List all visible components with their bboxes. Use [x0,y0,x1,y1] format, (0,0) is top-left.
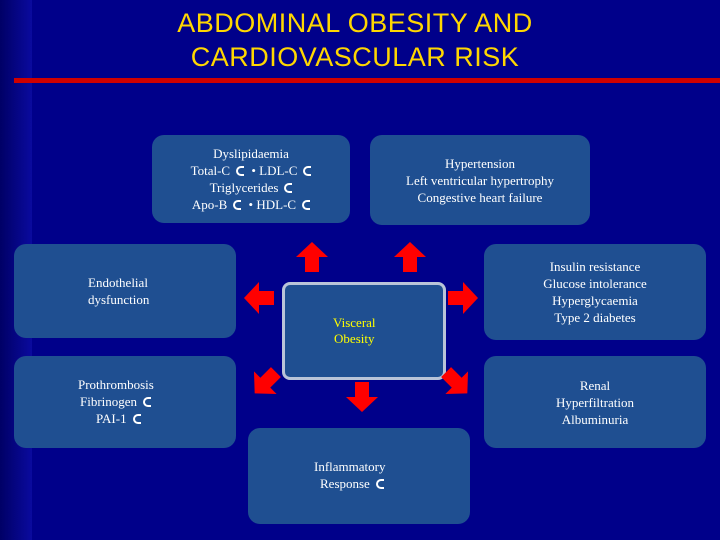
apo-b-label: Apo-B [192,197,241,212]
dyslipidaemia-line-2: Total-C • LDL-C [152,162,350,179]
renal-line-3: Albuminuria [561,411,629,427]
hypertension-heading: Hypertension [444,155,516,171]
insulin-line-1: Insulin resistance [549,259,641,274]
dyslipidaemia-line-4: Apo-B • HDL-C [152,196,350,213]
endothelial-line-2: dysfunction [88,292,150,307]
hypertension-box: Hypertension Left ventricular hypertroph… [370,135,590,225]
arrow-down-right [441,367,469,395]
arrow-down-left [253,367,281,395]
visceral-obesity-box: Visceral Obesity [282,282,446,380]
prothrombosis-box: Prothrombosis Fibrinogen PAI-1 [14,356,236,448]
insulin-line-2: Glucose intolerance [543,276,647,291]
visceral-obesity-text: Visceral Obesity [333,315,376,347]
insulin-line-3: Hyperglycaemia [552,293,638,308]
triglycerides-label: Triglycerides [210,180,293,195]
dyslipidaemia-line-3: Triglycerides [152,179,350,196]
arrow-down [346,382,378,412]
response-label: Response [320,476,384,491]
inflammatory-line-2: Response [248,475,384,492]
hdl-c-label: • HDL-C [249,197,311,212]
prothrombosis-line-2: Fibrinogen [14,393,151,410]
inflammatory-line-1: Inflammatory [314,459,386,474]
center-line-1: Visceral [333,315,376,330]
arrow-left [244,282,274,314]
insulin-line-4: Type 2 diabetes [554,310,636,325]
slide-title: ABDOMINAL OBESITY AND CARDIOVASCULAR RIS… [95,6,615,74]
hypertension-line-2: Left ventricular hypertrophy [406,172,554,188]
title-line-1: ABDOMINAL OBESITY AND [177,8,533,38]
arrow-up-right [394,242,426,272]
insulin-box: Insulin resistance Glucose intolerance H… [484,244,706,340]
prothrombosis-heading: Prothrombosis [78,377,154,392]
renal-line-2: Hyperfiltration [556,394,634,410]
renal-line-1: Renal [579,377,611,393]
endothelial-line-1: Endothelial [88,275,148,290]
title-line-2: CARDIOVASCULAR RISK [190,42,520,72]
dyslipidaemia-heading: Dyslipidaemia [213,146,289,161]
arrow-right [448,282,478,314]
dyslipidaemia-box: Dyslipidaemia Total-C • LDL-C Triglyceri… [152,135,350,223]
title-rule [14,78,720,83]
arrow-up-left [296,242,328,272]
renal-box: Renal Hyperfiltration Albuminuria [484,356,706,448]
endothelial-box: Endothelial dysfunction [14,244,236,338]
total-c-label: Total-C [191,163,245,178]
pai-1-label: PAI-1 [96,411,141,426]
fibrinogen-label: Fibrinogen [80,394,151,409]
center-line-2: Obesity [334,331,375,346]
inflammatory-box: Inflammatory Response [248,428,470,524]
prothrombosis-line-3: PAI-1 [14,410,141,427]
hypertension-line-3: Congestive heart failure [417,189,543,205]
ldl-c-label: • LDL-C [251,163,311,178]
